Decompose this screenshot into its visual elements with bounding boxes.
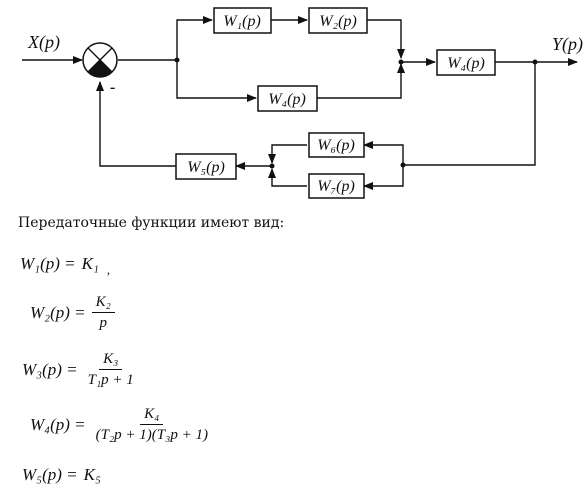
block-w6 [308, 132, 365, 158]
block-diagram: W₁(p) W₂(p) W₄(p) W₄(p) W₆(p) W₇(p) W₅(p… [22, 7, 583, 199]
summing-junction [82, 42, 118, 78]
w4b-to-sum-line [317, 63, 405, 99]
sum-node-dot [398, 59, 404, 65]
equation-w3-denominator: T₁p + 1 [87, 372, 134, 388]
block-w4 [436, 49, 496, 76]
equation-w2: W₂(p) = K₂ p [30, 293, 115, 332]
equation-w2-denominator: p [99, 315, 107, 331]
feedback-w6-line [363, 141, 404, 165]
equation-w1: W₁(p) = K₁ , [20, 250, 110, 278]
w6-to-sum-line [268, 144, 307, 164]
block-w2-label: W₂(p) [319, 13, 357, 30]
equation-w2-lhs: W₂(p) = [30, 302, 86, 322]
block-w7-label: W₇(p) [317, 178, 355, 195]
block-w4-lower-label: W₄(p) [268, 91, 306, 108]
block-w5 [175, 153, 237, 180]
split-node-dot [174, 57, 180, 63]
feedback-w7-line [363, 165, 404, 190]
output-label: Y(p) [552, 34, 583, 55]
block-w2 [308, 7, 368, 34]
block-w1 [213, 7, 272, 34]
equation-w5: W₅(p) = K₅ [22, 465, 101, 485]
heading-text: Передаточные функции имеют вид: [18, 215, 285, 231]
equation-w3: W₃(p) = K₃ T₁p + 1 [22, 350, 138, 389]
feedback-sum-dot [269, 163, 275, 169]
lower-branch-line [176, 60, 257, 102]
block-w5-label: W₅(p) [187, 159, 225, 176]
equation-w4: W₄(p) = K₄ (T₂p + 1)(T₃p + 1) [30, 405, 212, 444]
block-w7 [308, 173, 365, 199]
equation-w2-fraction: K₂ p [91, 293, 115, 332]
minus-sign: - [110, 79, 115, 96]
equation-w4-denominator: (T₂p + 1)(T₃p + 1) [95, 427, 208, 443]
equation-w1-comma: , [106, 262, 111, 277]
equation-w4-lhs: W₄(p) = [30, 414, 86, 434]
block-w1-label: W₁(p) [223, 13, 261, 30]
equation-w5-lhs: W₅(p) = [22, 465, 78, 484]
equation-w3-lhs: W₃(p) = [22, 359, 78, 379]
equation-w1-lhs: W₁(p) = [20, 254, 76, 273]
upper-branch-line [176, 16, 213, 60]
feedback-split-dot [400, 162, 406, 168]
equation-w4-fraction: K₄ (T₂p + 1)(T₃p + 1) [92, 405, 212, 444]
block-w6-label: W₆(p) [317, 137, 355, 154]
block-w4-lower [257, 85, 318, 112]
w7-to-sum-line [268, 168, 307, 187]
equation-w3-numerator: K₃ [99, 350, 123, 370]
input-label: X(p) [27, 32, 60, 53]
equation-w2-numerator: K₂ [91, 293, 115, 313]
equation-w5-rhs: K₅ [83, 465, 101, 484]
equation-w1-rhs: K₁ [81, 254, 99, 273]
equation-w3-fraction: K₃ T₁p + 1 [84, 350, 138, 389]
feedback-down-line [403, 62, 536, 166]
output-node-dot [532, 59, 538, 65]
equation-w4-numerator: K₄ [140, 405, 164, 425]
w5-to-summer-line [96, 81, 176, 167]
block-w4-label: W₄(p) [447, 55, 485, 72]
w2-to-sum-line [367, 19, 405, 59]
